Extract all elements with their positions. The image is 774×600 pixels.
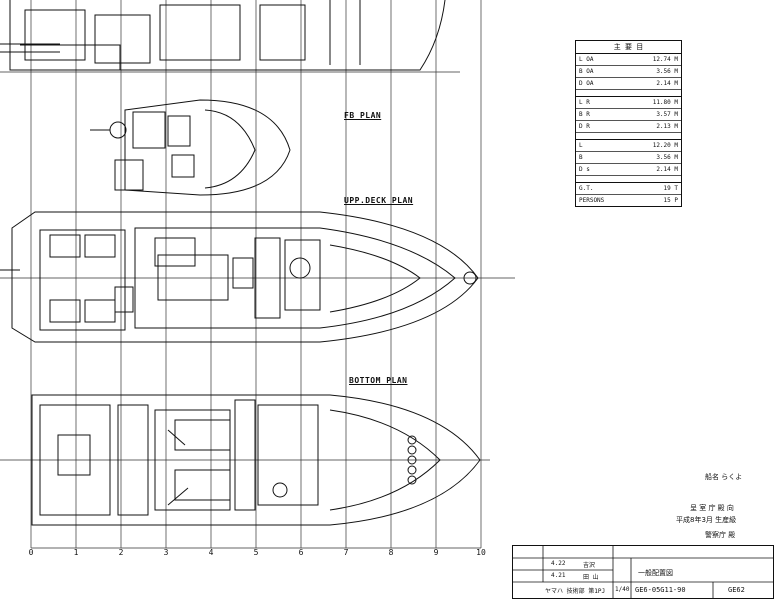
drawing-number: GE6-05G11-90 bbox=[635, 586, 686, 594]
side-profile bbox=[0, 0, 446, 71]
bottom-plan-label: BOTTOM PLAN bbox=[349, 376, 408, 385]
bottom-plan-outline bbox=[31, 394, 481, 526]
upper-deck-plan-outline bbox=[0, 211, 479, 343]
fb-plan-outline bbox=[90, 99, 291, 196]
upper-deck-plan-label: UPP.DECK PLAN bbox=[344, 196, 414, 205]
check-sign: 吉沢 bbox=[583, 562, 596, 569]
check-date: 4.22 bbox=[551, 560, 566, 567]
department: ヤマハ 技術部 第1PJ bbox=[545, 588, 606, 595]
scale-tick: 10 bbox=[476, 548, 486, 557]
fb-plan-label: FB PLAN bbox=[344, 111, 382, 120]
drawing-title: 一般配置図 bbox=[638, 569, 673, 577]
spec-table-header: 主 要 目 bbox=[576, 41, 681, 54]
vessel-owner: 呈 室 庁 殿 向 bbox=[690, 504, 734, 512]
drawing-code: GE62 bbox=[728, 586, 745, 594]
title-block: 4.22 吉沢 4.21 田 山 ヤマハ 技術部 第1PJ 一般配置図 1/40… bbox=[512, 545, 774, 599]
scale-tick: 3 bbox=[163, 548, 169, 557]
scale-tick: 1 bbox=[73, 548, 79, 557]
scale-tick: 7 bbox=[343, 548, 349, 557]
scale-tick: 8 bbox=[388, 548, 394, 557]
vessel-date: 平成8年3月 生産級 bbox=[676, 516, 737, 524]
scale-tick: 2 bbox=[118, 548, 124, 557]
spec-row: G.T.19 T bbox=[576, 183, 681, 195]
scale-tick: 5 bbox=[253, 548, 259, 557]
vessel-office: 警察庁 殿 bbox=[705, 531, 736, 539]
scale-tick: 9 bbox=[433, 548, 439, 557]
draw-sign: 田 山 bbox=[583, 574, 599, 581]
scale-tick: 6 bbox=[298, 548, 304, 557]
scale-tick: 4 bbox=[208, 548, 214, 557]
scale-tick: 0 bbox=[28, 548, 34, 557]
drawing-scale: 1/40 bbox=[615, 586, 630, 593]
title-block-grid bbox=[513, 546, 773, 598]
vessel-name: 船名 らくよ bbox=[705, 473, 743, 481]
draw-date: 4.21 bbox=[551, 572, 566, 579]
